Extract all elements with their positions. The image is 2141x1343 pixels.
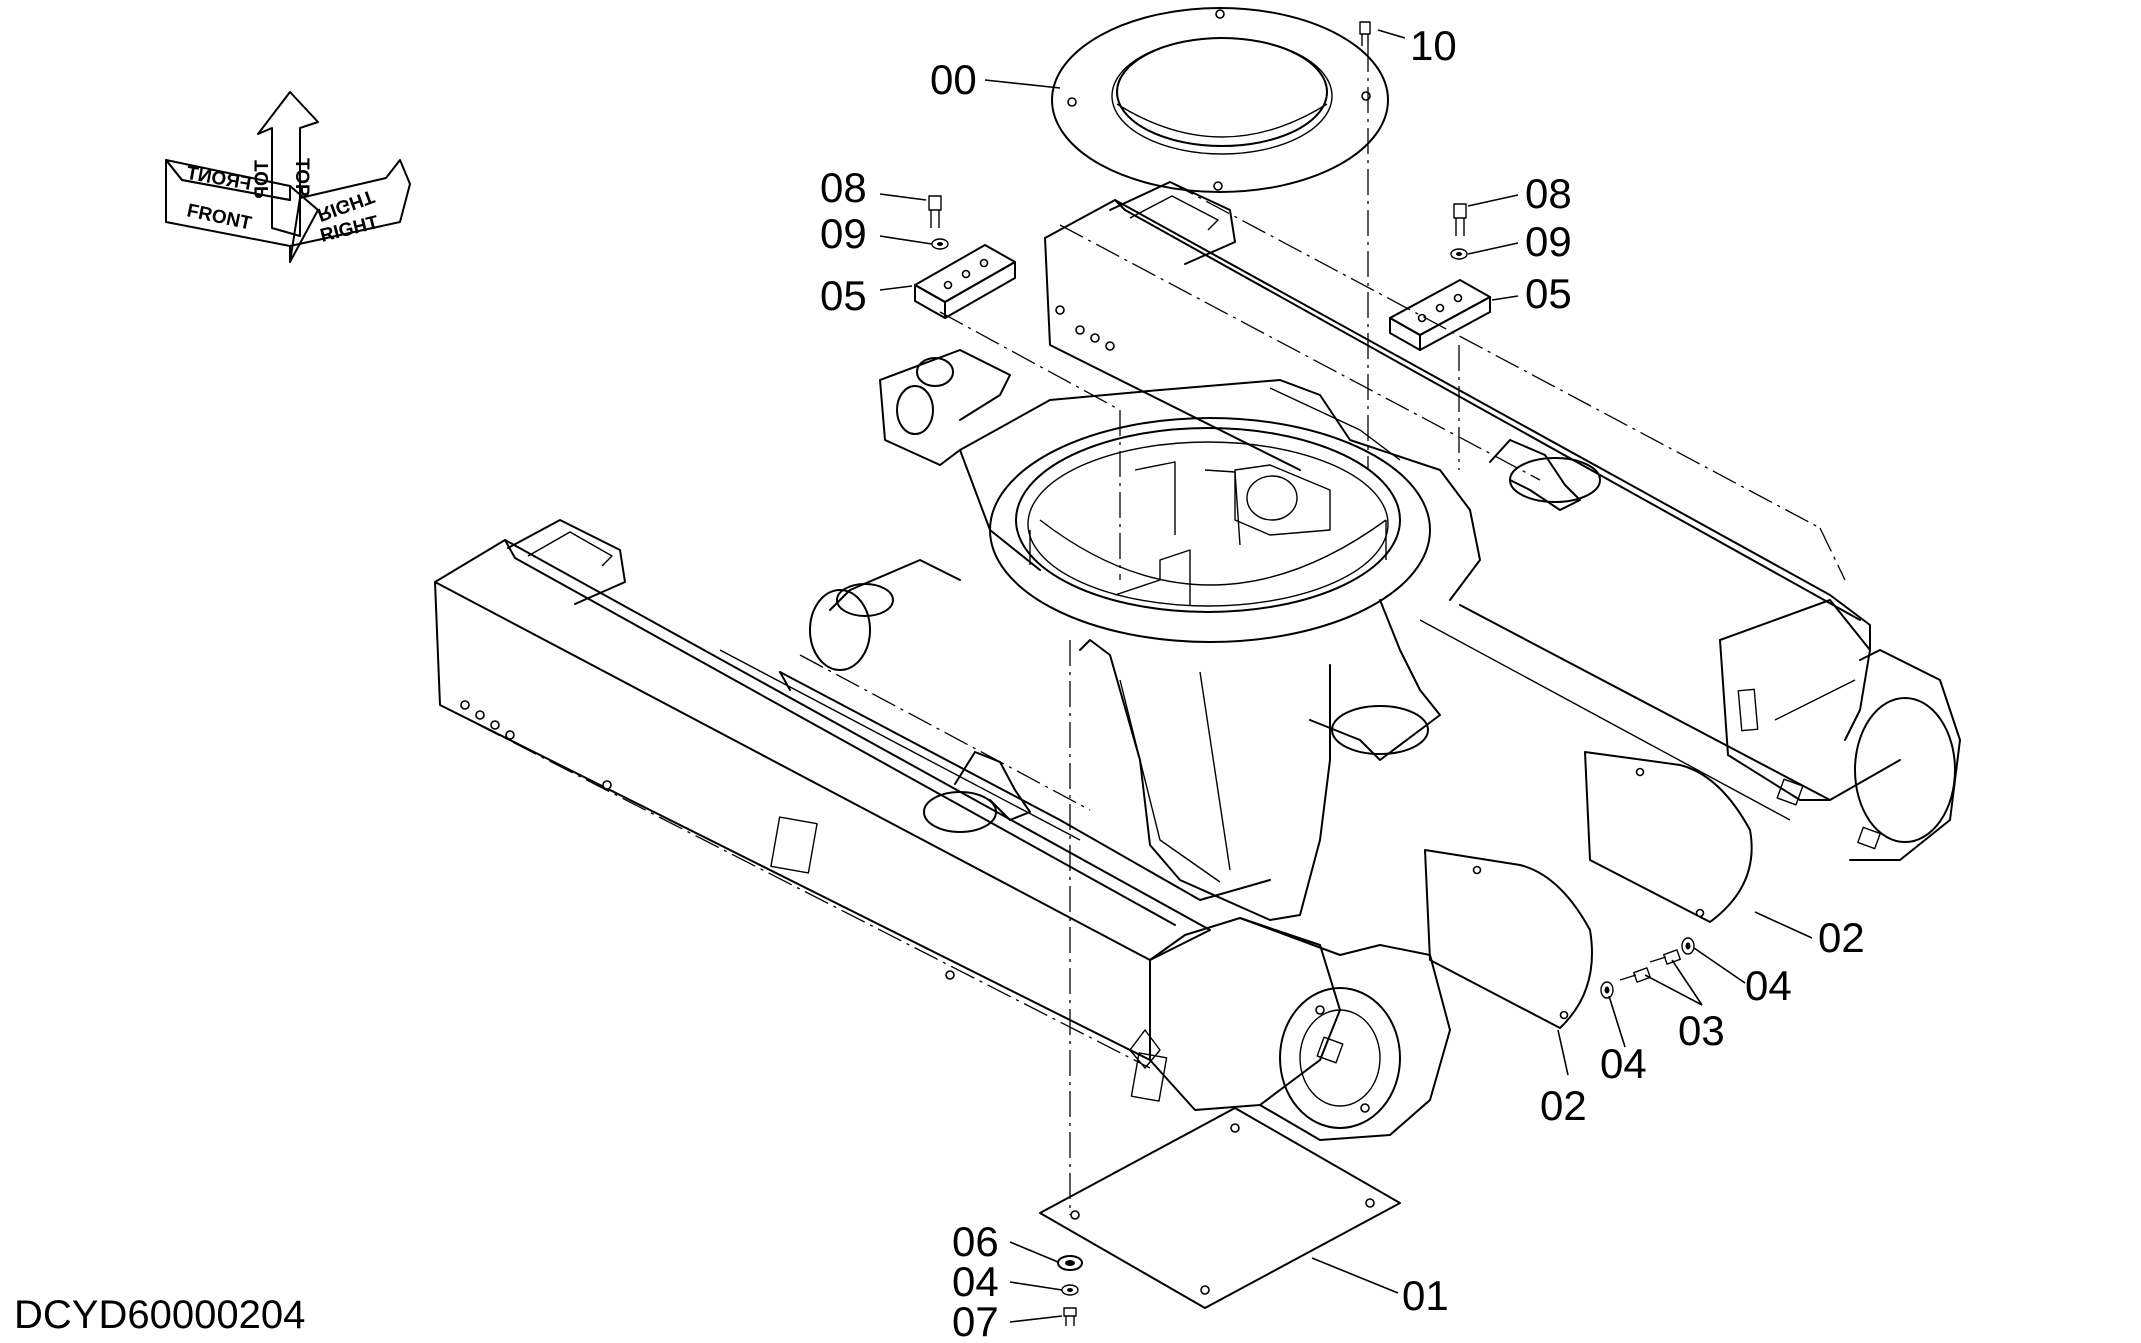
drawing-code: DCYD60000204 xyxy=(14,1293,305,1337)
bolt-03-upper xyxy=(1649,949,1681,965)
callout-labels: 00 10 08 09 05 08 09 05 02 04 03 04 02 0… xyxy=(820,22,1865,1343)
washer-04-right-lower xyxy=(1600,981,1614,999)
plate-05-right xyxy=(1389,279,1491,351)
bolt-08-right xyxy=(1453,203,1467,236)
orientation-label-front: FRONT xyxy=(185,200,254,234)
callout-04-right: 04 xyxy=(1745,962,1792,1009)
callout-06: 06 xyxy=(952,1218,999,1265)
orientation-label-top: TOP xyxy=(291,158,312,197)
leader-lines xyxy=(879,29,1813,1323)
callout-09-left: 09 xyxy=(820,210,867,257)
cover-ring-part xyxy=(1051,7,1389,193)
callout-08-right: 08 xyxy=(1525,170,1572,217)
callout-09-right: 09 xyxy=(1525,218,1572,265)
callout-02-upper: 02 xyxy=(1818,914,1865,961)
assembly-centerlines xyxy=(439,46,1846,1215)
orientation-marker: FRONT FRONT TOP TOP RIGHT RIGHT xyxy=(165,91,411,263)
callout-05-right: 05 xyxy=(1525,270,1572,317)
bolt-03-lower xyxy=(1619,967,1651,983)
bolt-08-left xyxy=(928,195,942,228)
callout-02-lower: 02 xyxy=(1540,1082,1587,1129)
callout-07: 07 xyxy=(952,1298,999,1343)
washer-09-left xyxy=(931,238,949,250)
washer-09-right xyxy=(1450,248,1468,260)
callout-08-left: 08 xyxy=(820,164,867,211)
callout-04-bottom: 04 xyxy=(952,1258,999,1305)
bottom-hardware-stack xyxy=(1057,1255,1083,1326)
washer-04-right-upper xyxy=(1681,937,1695,955)
callout-01: 01 xyxy=(1402,1272,1449,1319)
callout-00: 00 xyxy=(930,56,977,103)
orientation-label-top-mirrored: TOP xyxy=(252,160,273,199)
callout-03: 03 xyxy=(1678,1007,1725,1054)
bottom-cover-plate-01 xyxy=(1039,1107,1401,1309)
side-cover-02-upper xyxy=(1584,751,1753,923)
orientation-label-front-mirrored: FRONT xyxy=(184,163,252,195)
side-cover-02-lower xyxy=(1424,849,1593,1029)
bolt-10 xyxy=(1359,21,1371,46)
plate-05-left xyxy=(914,244,1016,319)
callout-04-middle: 04 xyxy=(1600,1040,1647,1087)
track-frame-outline xyxy=(434,181,1961,1141)
frame-holes xyxy=(460,305,1370,1113)
callout-10: 10 xyxy=(1410,22,1457,69)
callout-05-left: 05 xyxy=(820,272,867,319)
